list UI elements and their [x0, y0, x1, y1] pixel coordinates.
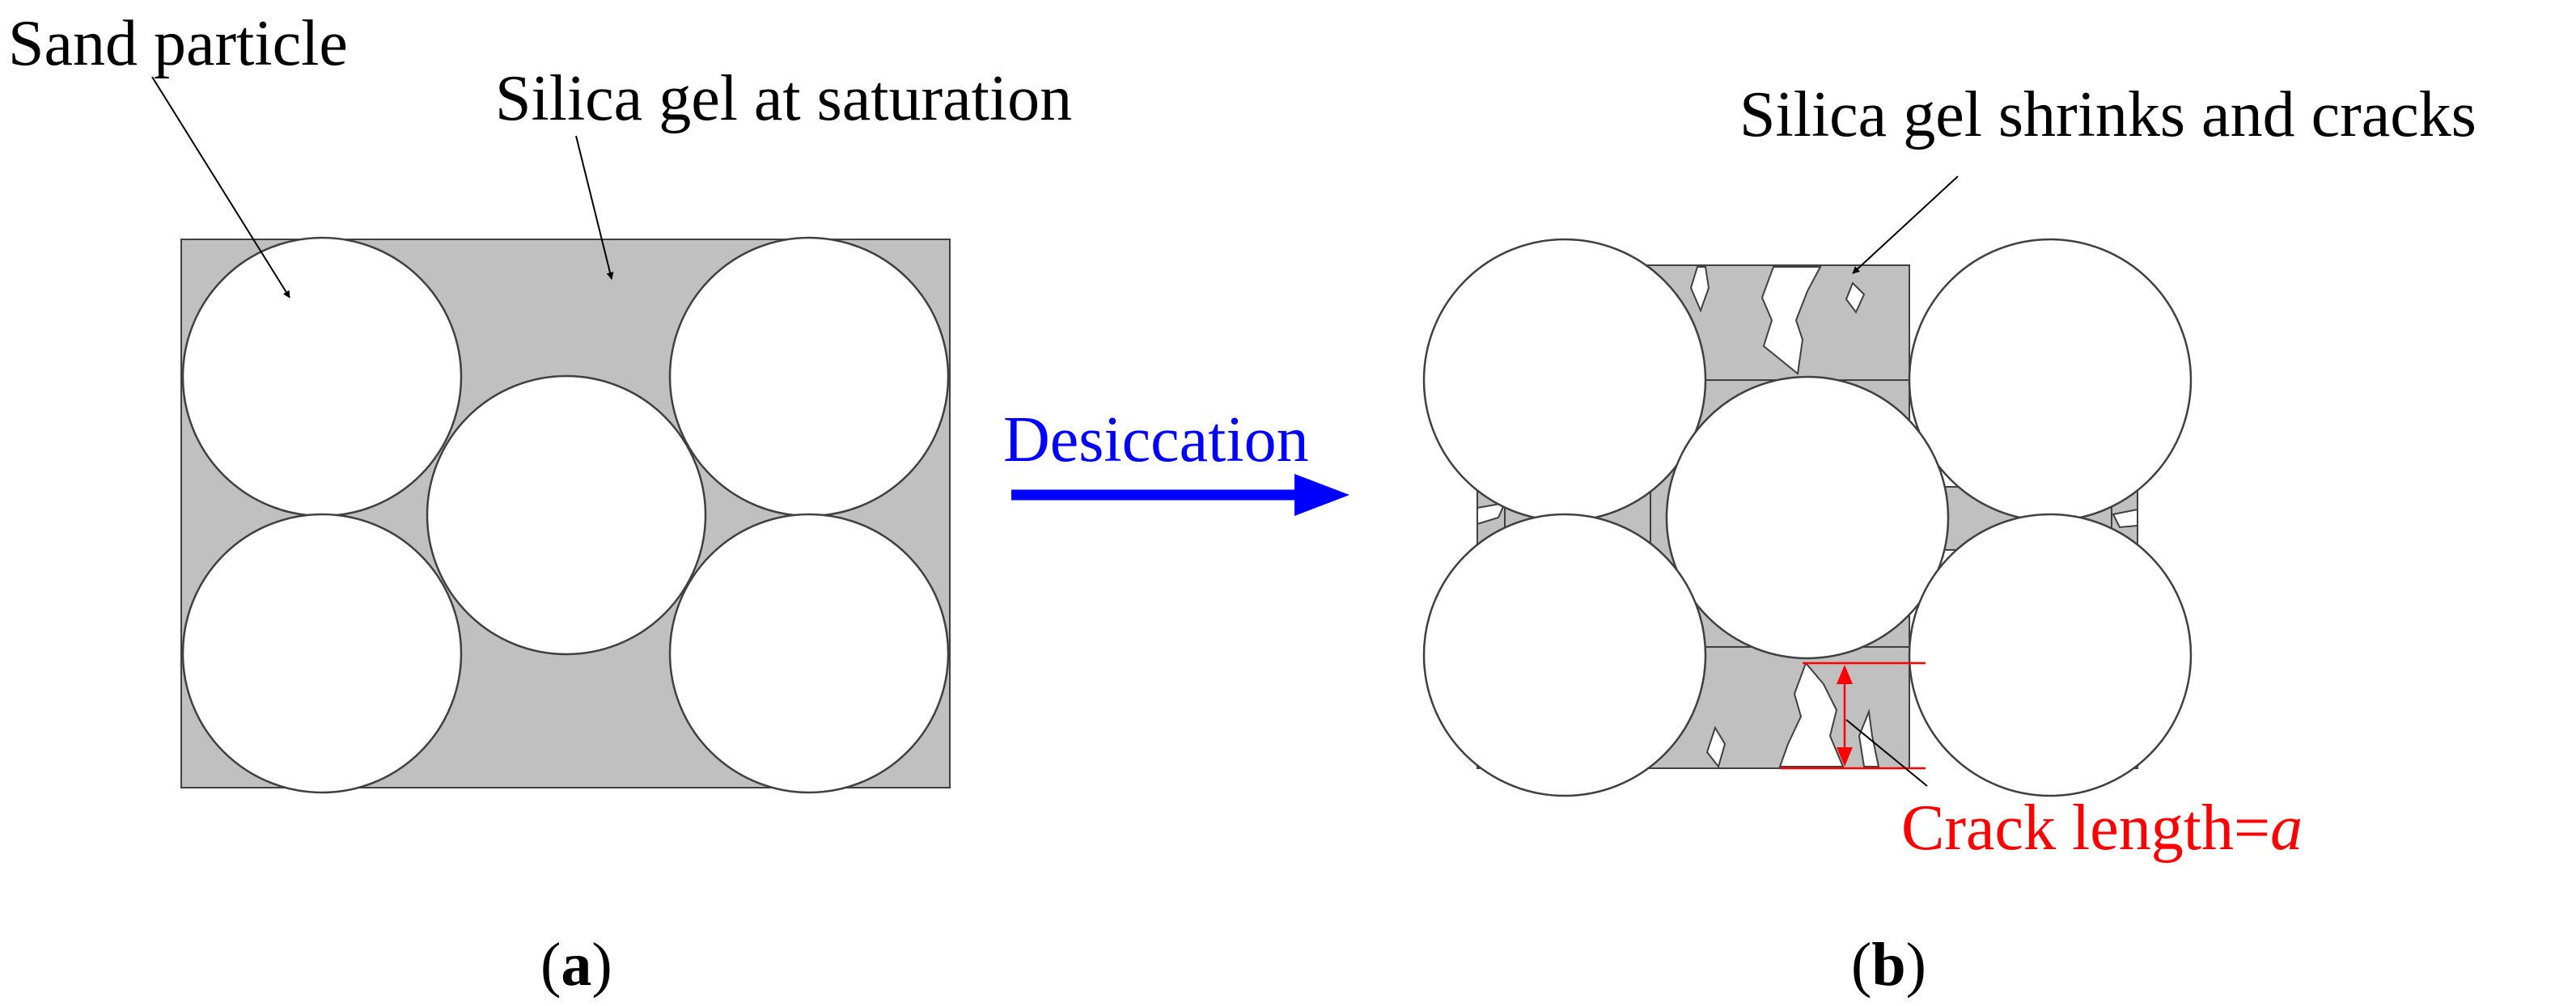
- desiccation-label: Desiccation: [1003, 404, 1309, 476]
- crack-length-symbol: a: [2270, 793, 2303, 864]
- crack-bottom-left: [1705, 725, 1727, 769]
- crack-length-text: Crack length=: [1901, 793, 2270, 864]
- crack-length-leader: [1845, 719, 1928, 787]
- sand-particle-label: Sand particle: [8, 8, 348, 79]
- crack-length-arrow-up: [1837, 665, 1853, 684]
- panel-a-open-paren: (: [540, 931, 561, 999]
- panel-b-close-paren: ): [1906, 931, 1926, 999]
- sand-grain-b-top-right: [1908, 238, 2193, 522]
- panel-a-close-paren: ): [591, 931, 612, 999]
- crack-length-arrow-down: [1837, 747, 1853, 767]
- silica-gel-shrinks-label: Silica gel shrinks and cracks: [1739, 79, 2476, 150]
- sand-grain-b-top-left: [1422, 238, 1707, 522]
- crack-top-right: [1845, 281, 1866, 314]
- crack-top-center: [1760, 266, 1822, 375]
- crack-top-left: [1689, 266, 1710, 313]
- sand-grain-a-bottom-right: [668, 513, 950, 794]
- panel-a-letter: a: [561, 931, 591, 999]
- panel-b-letter: b: [1871, 931, 1905, 999]
- panel-b: Silica gel shrinks and cracks Crack leng…: [1422, 79, 2476, 999]
- panel-a: Sand particle Silica gel at saturation (…: [8, 8, 1072, 999]
- sand-grain-a-center: [426, 374, 707, 656]
- desiccation-arrow-head: [1294, 474, 1349, 516]
- sand-grain-a-top-right: [668, 236, 950, 518]
- sand-grain-b-bottom-right: [1908, 513, 2193, 797]
- sand-grain-b-center: [1665, 375, 1950, 660]
- crack-length-label: Crack length=a: [1901, 793, 2303, 864]
- silica-gel-leader: [575, 135, 614, 280]
- sand-particle-leader: [151, 76, 290, 298]
- crack-bottom-center: [1778, 662, 1845, 767]
- sand-grain-a-top-left: [181, 236, 463, 518]
- panel-b-open-paren: (: [1851, 931, 1871, 999]
- panel-a-tag: (a): [540, 931, 612, 999]
- crack-left-edge: [1477, 501, 1506, 526]
- crack-right-edge: [2112, 508, 2138, 529]
- silica-gel-shrinks-leader: [1852, 175, 1959, 274]
- panel-b-tag: (b): [1851, 931, 1926, 999]
- sand-grain-b-bottom-left: [1422, 513, 1707, 797]
- silica-gel-saturation-label: Silica gel at saturation: [495, 63, 1072, 134]
- desiccation-arrow-group: Desiccation: [1003, 404, 1349, 516]
- sand-grain-a-bottom-left: [181, 513, 463, 794]
